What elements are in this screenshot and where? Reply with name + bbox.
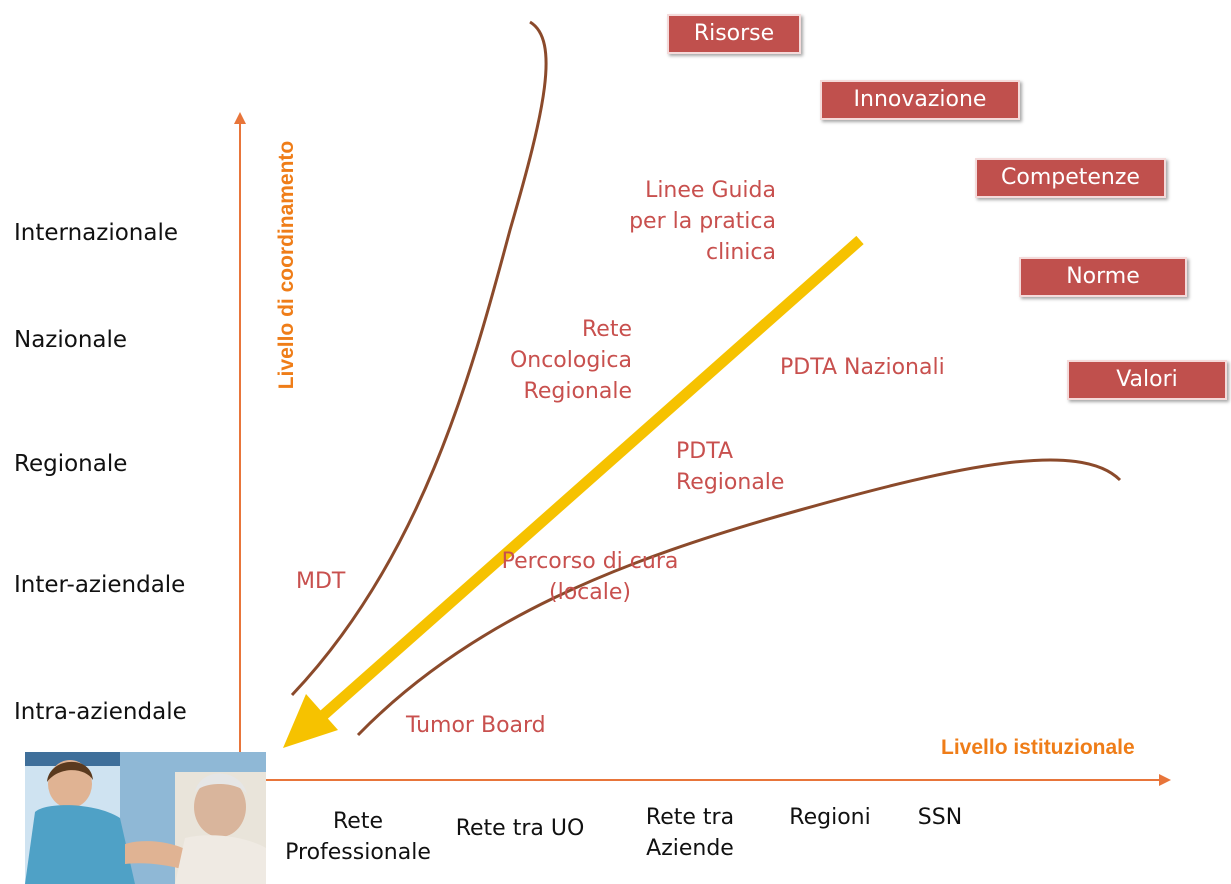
factor-norme: Norme bbox=[1019, 257, 1187, 297]
x-axis-title: Livello istituzionale bbox=[941, 736, 1135, 759]
main-arrow-head bbox=[283, 694, 338, 748]
main-arrow-shaft bbox=[314, 235, 864, 725]
x-level-regioni: Regioni bbox=[770, 802, 890, 833]
node-rete-oncologica: Rete Oncologica Regionale bbox=[470, 314, 632, 407]
node-line: PDTA bbox=[676, 439, 733, 464]
node-pdta-nazionali: PDTA Nazionali bbox=[780, 355, 945, 380]
factor-innovazione: Innovazione bbox=[820, 80, 1020, 120]
node-linee-guida: Linee Guida per la pratica clinica bbox=[600, 175, 776, 268]
factor-risorse: Risorse bbox=[667, 14, 801, 54]
node-pdta-regionale: PDTA Regionale bbox=[676, 436, 784, 498]
x-level-ssn: SSN bbox=[900, 802, 980, 833]
node-line: Regionale bbox=[523, 379, 632, 404]
node-line: Rete bbox=[582, 317, 632, 342]
node-line: Oncologica bbox=[509, 348, 632, 373]
x-level-line: Regioni bbox=[789, 805, 871, 830]
y-axis-title: Livello di coordinamento bbox=[275, 140, 298, 390]
factor-valori: Valori bbox=[1067, 360, 1227, 400]
x-level-rete-tra-uo: Rete tra UO bbox=[440, 813, 600, 844]
node-line: Regionale bbox=[676, 470, 785, 495]
node-tumor-board: Tumor Board bbox=[406, 713, 546, 738]
y-level-internazionale: Internazionale bbox=[14, 220, 178, 246]
nurse-patient-photo bbox=[25, 752, 266, 884]
x-level-line: Rete tra UO bbox=[455, 816, 585, 841]
node-line: Percorso di cura bbox=[501, 549, 679, 574]
node-line: clinica bbox=[706, 240, 776, 265]
y-level-intra-aziendale: Intra-aziendale bbox=[14, 699, 187, 725]
left-boundary-curve bbox=[290, 20, 548, 697]
node-mdt: MDT bbox=[296, 569, 346, 594]
x-level-rete-tra-aziende: Rete tra Aziende bbox=[620, 802, 760, 864]
photo-illustration bbox=[25, 752, 266, 884]
node-line: per la pratica bbox=[629, 209, 776, 234]
x-level-line: SSN bbox=[917, 805, 963, 830]
x-level-line: Rete tra bbox=[645, 805, 735, 830]
right-boundary-curve bbox=[356, 458, 1122, 737]
factor-competenze: Competenze bbox=[975, 158, 1166, 198]
y-level-regionale: Regionale bbox=[14, 451, 128, 477]
x-level-rete-professionale: Rete Professionale bbox=[268, 806, 448, 868]
node-line: (locale) bbox=[549, 580, 631, 605]
x-level-line: Aziende bbox=[646, 836, 734, 861]
y-level-inter-aziendale: Inter-aziendale bbox=[14, 572, 186, 598]
x-level-line: Professionale bbox=[285, 840, 431, 865]
x-level-line: Rete bbox=[333, 809, 383, 834]
node-line: Linee Guida bbox=[645, 178, 776, 203]
node-percorso-di-cura: Percorso di cura (locale) bbox=[470, 546, 710, 608]
y-level-nazionale: Nazionale bbox=[14, 327, 128, 353]
